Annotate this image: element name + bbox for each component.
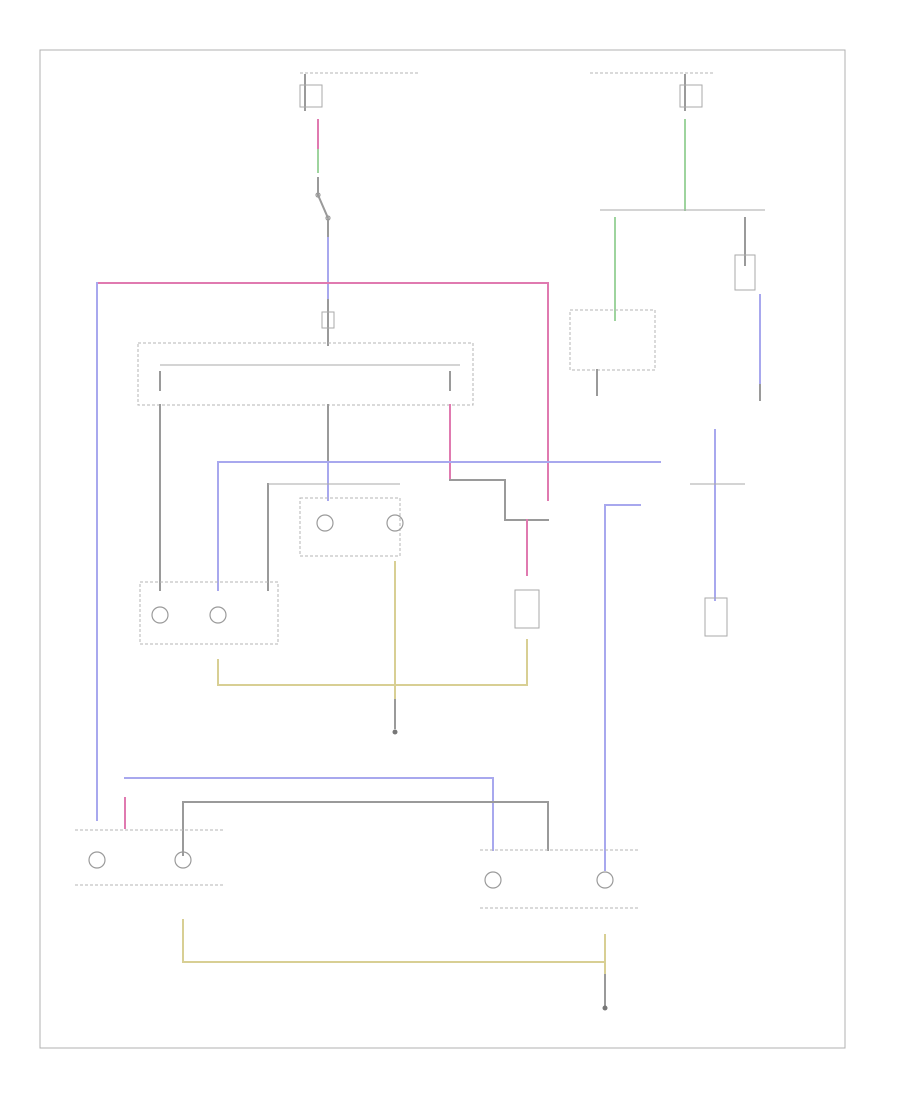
ground-upper [392,699,398,735]
module-outputs [159,404,549,591]
diagram-frame [39,49,846,1049]
blue-cross-feed [217,461,661,871]
power-feed-right [590,72,765,211]
right-rear-assembly [75,829,606,963]
auto-trans-range [569,217,656,396]
park-neutral-switch [734,217,761,401]
brake-switch [315,192,331,301]
lamp-connector-right [690,429,745,637]
ground-lower [602,1005,608,1011]
left-rear-assembly [480,849,640,1006]
lower-feeds [124,777,549,856]
turn-lamp-module [137,342,474,406]
left-tail-assembly [139,581,528,686]
high-mount-lamp [514,589,540,686]
power-feed-left [299,72,420,196]
center-feed [321,299,335,346]
left-tail-upper-bulbs [267,483,404,701]
module-signal-bus [96,282,549,821]
